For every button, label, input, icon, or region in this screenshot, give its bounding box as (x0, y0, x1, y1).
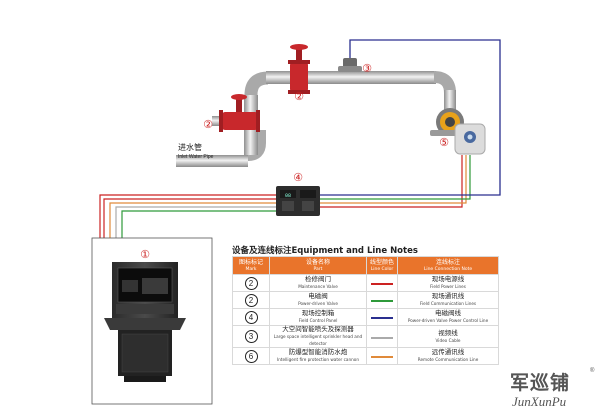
field-control-panel (276, 186, 320, 216)
legend-color-cell (366, 274, 398, 292)
maintenance-valve (219, 94, 260, 132)
wiring-cabinet-to-panel (99, 194, 280, 238)
legend-part-cn: 防爆型智能消防水炮 (288, 348, 348, 356)
legend-note-cn: 电磁阀线 (435, 309, 461, 317)
legend-mark-cell: 2 (232, 274, 270, 292)
solenoid-valve (288, 44, 310, 94)
panel-display: 08 (285, 193, 291, 199)
legend-line-swatch (371, 317, 393, 319)
legend-part-en: Power-driven Valve (298, 301, 338, 306)
callout-marks: ② ② ③ ⑤ ④ ① (140, 62, 449, 261)
legend-line-swatch (371, 283, 393, 285)
mark-detector: ⑤ (439, 136, 449, 149)
inlet-label-cn: 进水管 (178, 142, 202, 152)
legend-part-cn: 现场控制箱 (301, 309, 335, 317)
legend-part-en: Large space intelligent sprinkler head a… (273, 334, 363, 346)
legend-part-en: Intelligent fire protection water cannon (276, 357, 359, 362)
legend-part-en: Maintenance Valve (298, 284, 338, 289)
legend-part-cn: 电磁阀 (308, 292, 328, 300)
legend-color-cell (366, 325, 398, 348)
legend-note-cn: 现场通讯线 (431, 292, 465, 300)
legend-mark: 6 (244, 349, 258, 363)
legend-part-en: Field Control Panel (298, 318, 338, 323)
mark-panel: ④ (293, 171, 303, 184)
legend-color-cell (366, 291, 398, 309)
legend-mark-cell: 3 (232, 325, 270, 348)
legend-note-cn: 视频线 (438, 328, 458, 337)
mark-solenoid: ② (294, 90, 304, 103)
legend-mark: 4 (244, 310, 258, 324)
legend-mark-cell: 4 (232, 308, 270, 326)
brand-logo-cn: 军巡铺 (510, 372, 571, 394)
brand-logo-en: JunXunPu (512, 394, 567, 409)
pipe-sensor (338, 58, 362, 72)
wiring-panel-to-detector (318, 155, 471, 208)
legend-color-cell (366, 308, 398, 326)
valve-control-line (318, 39, 501, 196)
legend-note-en: Remote Communication Line (417, 357, 479, 362)
legend-part-cn: 检修阀门 (305, 275, 331, 283)
legend-part-cn: 大空间智能喷头及探测器 (282, 325, 354, 333)
water-pipe (176, 71, 456, 167)
legend-mark-cell: 2 (232, 291, 270, 309)
detector (454, 123, 486, 155)
mark-valve: ② (203, 118, 213, 131)
legend-note-en: Field Power Lines (430, 284, 466, 289)
legend-note-en: Field Communication Lines (419, 301, 477, 306)
mark-sprinkler: ③ (362, 62, 372, 75)
legend-line-swatch (371, 300, 393, 302)
legend-line-swatch (371, 356, 393, 358)
legend-color-cell (366, 347, 398, 365)
legend-note-cn: 现场电源线 (431, 275, 465, 283)
legend-note-cn: 远传通讯线 (431, 348, 465, 356)
brand-registered-mark: ® (590, 368, 595, 374)
mark-cabinet: ① (140, 248, 150, 261)
legend-note-en: Power-driven Valve Power Control Line (407, 318, 489, 323)
legend-line-swatch (371, 336, 393, 339)
inlet-label-en: Inlet Water Pipe (178, 154, 214, 160)
legend-mark: 2 (244, 276, 258, 290)
legend-note-en: Video Cable (435, 337, 461, 343)
legend-mark: 2 (244, 293, 258, 307)
legend-mark: 3 (244, 330, 258, 343)
legend-mark-cell: 6 (232, 347, 270, 365)
legend-title: 设备及连线标注Equipment and Line Notes (232, 246, 418, 256)
control-cabinet (104, 262, 186, 382)
